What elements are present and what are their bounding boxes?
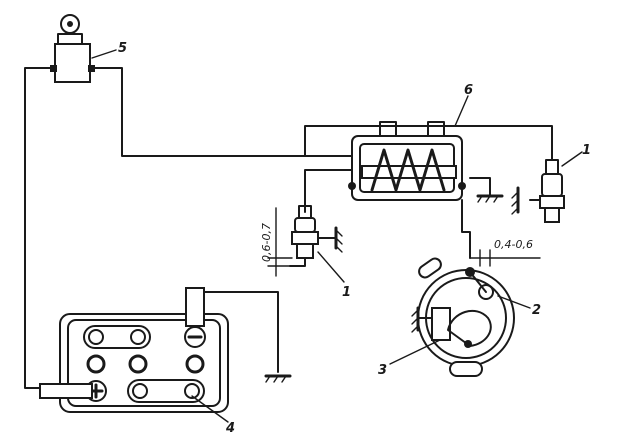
right-plug-thread xyxy=(544,207,560,223)
wire-coil-ground xyxy=(469,177,491,197)
lamp-body xyxy=(54,43,91,83)
leader-3 xyxy=(389,339,441,365)
left-plug-ground-hatch xyxy=(335,229,343,237)
battery-ground-symbol xyxy=(264,374,292,383)
battery-filler-cap-2 xyxy=(128,354,148,374)
coil-terminal-left xyxy=(379,121,397,137)
battery-cell-3 xyxy=(132,383,148,399)
leader-4 xyxy=(191,395,229,423)
breaker-distributor xyxy=(389,249,541,377)
wire-lamp-to-battery xyxy=(24,67,56,389)
breaker-ground-hatch xyxy=(411,325,419,333)
breaker-pivot xyxy=(464,340,472,348)
coil-winding xyxy=(370,148,446,192)
label-3: 3 xyxy=(378,363,387,378)
leader-5 xyxy=(91,49,117,59)
ground-hatch xyxy=(485,195,491,203)
left-plug-thread xyxy=(296,243,314,259)
breaker-cam xyxy=(447,309,492,347)
breaker-top-slot xyxy=(418,257,442,279)
right-spark-plug xyxy=(511,151,583,223)
label-4: 4 xyxy=(225,421,235,436)
breaker-ground-hatch xyxy=(411,309,419,317)
leader-1-left xyxy=(317,251,345,283)
left-plug-hex xyxy=(291,231,319,245)
ground-hatch xyxy=(273,375,279,383)
label-1-right: 1 xyxy=(582,143,591,158)
battery-case-inner xyxy=(67,319,221,407)
left-plug-electrode xyxy=(289,257,306,267)
ground-hatch xyxy=(477,195,483,203)
battery-plus-cable xyxy=(39,383,93,399)
battery-cell-4 xyxy=(184,383,200,399)
test-lamp xyxy=(50,14,117,83)
lamp-socket xyxy=(57,33,83,45)
breaker-spring xyxy=(469,271,487,293)
battery-cell-1 xyxy=(88,329,104,345)
coil-terminal-right xyxy=(427,121,445,137)
leader-2 xyxy=(497,295,531,309)
coil-core xyxy=(361,165,457,179)
right-plug-hex xyxy=(539,195,565,209)
battery-filler-cap-1 xyxy=(86,354,106,374)
right-plug-ground-hatch xyxy=(511,207,519,215)
right-plug-ground-hatch xyxy=(511,199,519,207)
left-plug-insulator xyxy=(294,217,316,233)
breaker-ground-hatch xyxy=(411,317,419,325)
coil-left-stud xyxy=(348,182,356,190)
label-5: 5 xyxy=(118,41,127,56)
ignition-coil xyxy=(348,95,469,201)
right-plug-insulator xyxy=(541,173,563,197)
right-plug-ground-hatch xyxy=(511,191,519,199)
wire-coil-to-breaker xyxy=(461,199,471,259)
battery-filler-cap-3 xyxy=(185,354,205,374)
battery-link-bottom xyxy=(127,379,205,403)
battery-link-top xyxy=(83,325,151,349)
breaker-bottom-slot xyxy=(449,361,483,377)
dim-label-breaker-gap: 0,4-0,6 xyxy=(494,238,533,251)
leader-1-right xyxy=(561,151,583,167)
breaker-contact xyxy=(478,284,494,300)
ground-hatch xyxy=(281,375,287,383)
wire-coil-to-left-plug xyxy=(304,169,353,213)
lamp-left-terminal xyxy=(50,65,57,72)
left-plug-ground-hatch xyxy=(335,245,343,253)
left-plug-ground-hatch xyxy=(335,237,343,245)
battery xyxy=(39,287,229,423)
battery-minus-post xyxy=(185,287,205,327)
lamp-filament xyxy=(67,21,73,27)
breaker-contact-arm xyxy=(431,307,451,341)
dim-label-spark-gap: 0,6-0,7 xyxy=(260,223,273,262)
label-1-left: 1 xyxy=(342,285,351,300)
label-6: 6 xyxy=(464,83,473,98)
coil-ground-symbol xyxy=(476,194,504,203)
coil-right-stud xyxy=(458,182,466,190)
leader-6 xyxy=(454,95,469,127)
ground-hatch xyxy=(265,375,271,383)
label-2: 2 xyxy=(532,303,541,318)
left-spark-plug xyxy=(267,205,345,283)
right-plug-cap xyxy=(545,159,559,175)
lamp-right-terminal xyxy=(88,65,95,72)
wire-lamp-to-coil xyxy=(89,67,353,157)
battery-cell-2 xyxy=(130,329,146,345)
ground-hatch xyxy=(493,195,499,203)
